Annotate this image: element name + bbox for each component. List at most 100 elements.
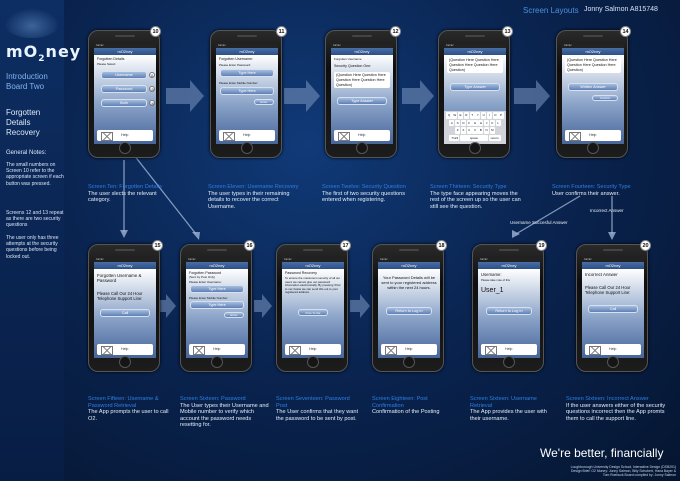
screen-subheading: Please take note of this <box>481 278 511 282</box>
key-e[interactable]: E <box>457 112 464 119</box>
arrowhead <box>120 230 128 238</box>
home-button[interactable] <box>119 356 131 368</box>
key-i[interactable]: I <box>486 112 493 119</box>
home-button[interactable] <box>503 356 515 368</box>
key-space[interactable]: space <box>460 134 488 142</box>
help-button[interactable]: Help <box>97 344 153 355</box>
phone-screen-15: Carrier mO2ney Forgotten Username & Pass… <box>88 244 160 372</box>
key-b[interactable]: B <box>478 127 484 134</box>
password-input[interactable]: Type Here <box>220 69 274 77</box>
key-q[interactable]: Q <box>446 112 452 119</box>
phone-screen-19: Carrier mO2ney Username: Please take not… <box>472 244 544 372</box>
status-bar: Carrier <box>331 44 393 48</box>
key-j[interactable]: J <box>483 119 490 127</box>
caption-title: Screen Ten: Forgotten Details <box>88 184 162 190</box>
home-button[interactable] <box>307 356 319 368</box>
key-v[interactable]: V <box>472 127 478 134</box>
key-u[interactable]: U <box>481 112 487 119</box>
key-n[interactable]: N <box>483 127 490 134</box>
both-button[interactable]: Both <box>101 99 147 107</box>
key-t[interactable]: T <box>469 112 475 119</box>
key-o[interactable]: O <box>492 112 498 119</box>
return-to-login-button[interactable]: Return to Log In <box>386 307 432 315</box>
password-button[interactable]: Password <box>101 85 147 93</box>
key-l[interactable]: L <box>495 119 501 127</box>
note-1: The small numbers on Screen 10 refer to … <box>6 162 64 187</box>
home-button[interactable] <box>356 142 368 154</box>
key-k[interactable]: K <box>489 119 495 127</box>
key-f[interactable]: F <box>466 119 472 127</box>
help-button[interactable]: Help <box>565 130 621 141</box>
key-w[interactable]: W <box>452 112 458 119</box>
phone-speaker <box>207 249 227 251</box>
phone-speaker <box>237 35 257 37</box>
key-p[interactable]: P <box>498 112 504 119</box>
help-button[interactable]: Help <box>219 130 275 141</box>
username-input[interactable]: Type Here <box>190 285 244 293</box>
help-button[interactable]: Help <box>334 130 390 141</box>
answer-input[interactable]: Type Answer <box>450 83 500 91</box>
caption-title: Screen Fourteen: Security Type <box>552 184 631 190</box>
enter-button[interactable]: Enter <box>254 99 274 105</box>
key-123[interactable]: .?123 <box>449 134 460 142</box>
mobile-number-input[interactable]: Type Here <box>220 87 274 95</box>
caption-title: Screen Eighteen: Post Confirmation <box>372 396 428 409</box>
app-bar: mO2ney <box>94 262 156 269</box>
key-m[interactable]: M <box>489 127 495 134</box>
mobile-number-input[interactable]: Type Here <box>190 301 244 309</box>
help-button[interactable]: Help <box>481 344 537 355</box>
key-a[interactable]: A <box>449 119 455 127</box>
key-y[interactable]: Y <box>475 112 481 119</box>
home-button[interactable] <box>469 142 481 154</box>
written-answer: Written Answer <box>568 83 618 91</box>
key-z[interactable]: Z <box>455 127 461 134</box>
screen-content: Forgotten Details Please Select: Usernam… <box>94 55 156 144</box>
key-r[interactable]: R <box>463 112 469 119</box>
home-button[interactable] <box>587 142 599 154</box>
confirm-button[interactable]: Confirm <box>592 95 618 101</box>
enter-button[interactable]: Enter <box>224 312 244 318</box>
screen-heading: Forgotten Username <box>334 57 362 61</box>
help-button[interactable]: Help <box>189 344 245 355</box>
phone-display: Carrier mO2ney Incorrect Answer Please C… <box>582 258 644 358</box>
return-to-login-button[interactable]: Return to Log In <box>486 307 532 315</box>
answer-input[interactable]: Type Answer <box>337 97 387 105</box>
help-button[interactable]: Help <box>381 344 437 355</box>
key-return[interactable]: return <box>488 134 501 142</box>
home-button[interactable] <box>607 356 619 368</box>
arrow-13-14 <box>514 80 550 112</box>
username-button[interactable]: Username <box>101 71 147 79</box>
help-button[interactable]: Help <box>285 344 341 355</box>
screen-content: Forgotten Username: Please Enter Passwor… <box>216 55 278 144</box>
call-button[interactable]: Call <box>100 309 150 317</box>
key-d[interactable]: D <box>460 119 467 127</box>
app-bar: mO2ney <box>378 262 440 269</box>
home-button[interactable] <box>403 356 415 368</box>
key-c[interactable]: C <box>466 127 472 134</box>
app-bar: mO2ney <box>186 262 248 269</box>
call-button[interactable]: Call <box>588 305 638 313</box>
help-button[interactable]: Help <box>585 344 641 355</box>
screen-heading: Forgotten Details <box>97 57 125 61</box>
post-to-me-button[interactable]: Post To Me <box>298 309 328 316</box>
key-h[interactable]: H <box>478 119 484 127</box>
field-label: Please Enter Username: <box>189 280 222 284</box>
screen-content: (Question Here Question Here Question He… <box>562 55 624 144</box>
home-button[interactable] <box>119 142 131 154</box>
caption-15: Screen Fifteen: Username & Password Retr… <box>88 396 176 422</box>
phone-speaker <box>399 249 419 251</box>
help-button[interactable]: Help <box>97 130 153 141</box>
key-g[interactable]: G <box>472 119 478 127</box>
home-button[interactable] <box>211 356 223 368</box>
key-x[interactable]: X <box>460 127 467 134</box>
key-s[interactable]: S <box>455 119 461 127</box>
screen-heading: Incorrect Answer <box>585 272 618 277</box>
home-button[interactable] <box>241 142 253 154</box>
caption-desc: Confirmation of the Posting <box>372 409 440 416</box>
